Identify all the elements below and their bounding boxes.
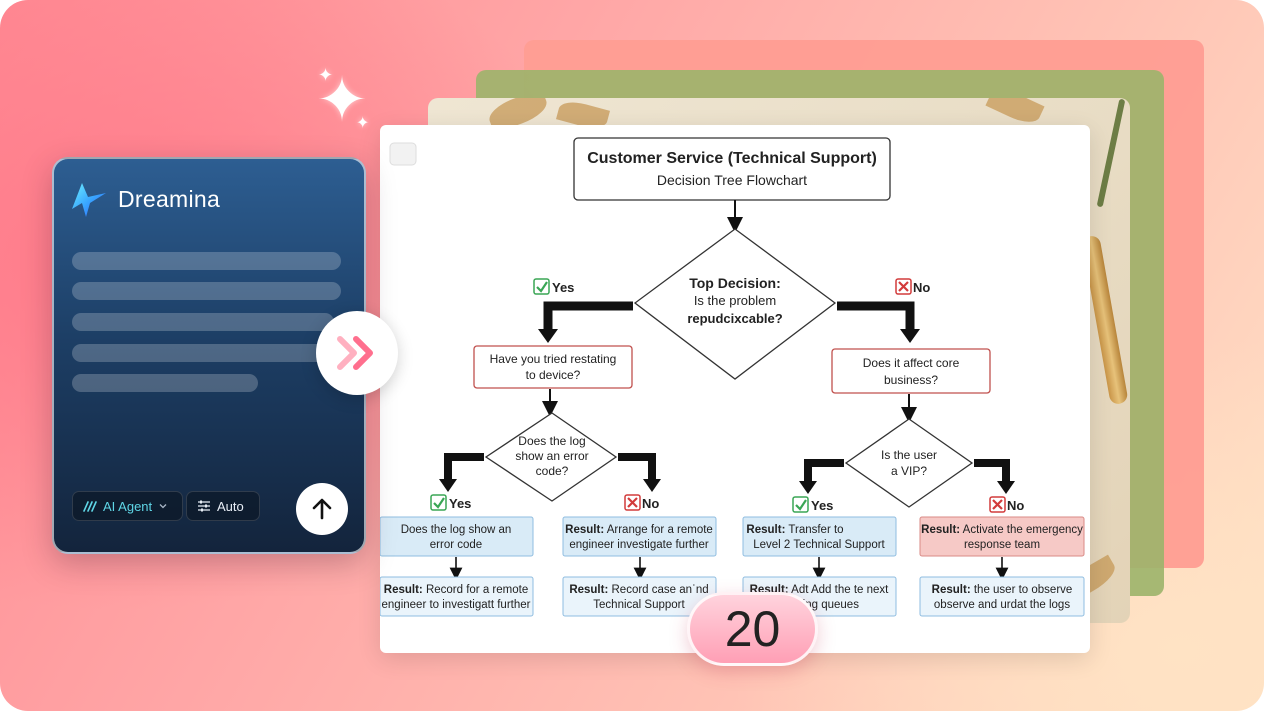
brand: Dreamina [68,179,220,219]
yes-label: Yes [811,498,833,513]
dreamina-logo-icon [72,183,106,217]
placeholder-icon [389,142,417,166]
chevron-down-icon [159,504,167,509]
leaf2-line1: Result: Arrange for a remote [565,524,713,536]
leaf-box-emergency [919,516,1085,557]
top-decision-diamond [633,228,837,380]
flow-title: Customer Service (Technical Support) [587,150,877,167]
auto-mode-label: Auto [217,498,244,514]
flow-subtitle: Decision Tree Flowchart [657,172,807,188]
flowchart-svg: Customer Service (Technical Support) Dec… [380,137,1085,617]
no-label: No [642,496,659,511]
bottom2-line2: Technical Support [593,599,685,611]
leaf2-line2: engineer investigate further [569,539,709,551]
convert-arrow-button[interactable] [316,311,398,395]
ai-agent-label: AI Agent [103,498,153,514]
sparkle-icon: ✦ [356,115,370,132]
flowchart-card[interactable]: Customer Service (Technical Support) Dec… [380,125,1090,653]
arrow-up-icon [312,498,332,520]
error-code-line3: code? [536,464,569,478]
no-label: No [913,280,930,295]
no-label: No [1007,498,1024,513]
restart-question-line2: to device? [526,368,581,382]
prompt-placeholder-line [72,344,327,362]
prompt-placeholder-line [72,374,258,392]
sparkle-icon: ✦ [316,66,368,135]
double-chevron-right-icon [337,336,373,370]
bottom1-line2: engineer to investigatt further [382,599,531,611]
error-code-line1: Does the log [518,434,585,448]
sparkle-icon: ✦ [318,65,334,85]
ai-agent-dropdown[interactable]: AI Agent [72,491,183,521]
core-business-box [831,348,991,394]
leaf3-line2: Level 2 Technical Support [753,539,885,551]
core-business-line1: Does it affect core [863,356,960,370]
leaf1-line1: Does the log show an [401,524,512,536]
vip-line2: a VIP? [891,464,927,478]
bottom4-line2: observe and urdat the logs [934,599,1070,611]
core-business-line2: business? [884,373,938,387]
bottom2-line1: Result: Record case anˈnd [569,584,708,596]
sliders-icon [198,500,210,512]
result-box-observe [919,576,1085,617]
leaf-box-level2 [742,516,897,557]
leaf-box-remote-engineer [562,516,717,557]
dreamina-panel: Dreamina AI Agent Auto [52,157,366,554]
top-decision-line1: Top Decision: [689,275,781,291]
prompt-placeholder-line [72,282,341,300]
vip-diamond [844,418,974,508]
result-box-record [380,576,534,617]
bottom1-line1: Result: Record for a remote [384,584,528,596]
leaf4-line1: Result: Activate the emergency [921,524,1083,536]
yes-label: Yes [552,280,574,295]
leaf3-line1: Result: Transfer to [746,524,843,536]
prompt-placeholder-line [72,313,334,331]
auto-mode-button[interactable]: Auto [186,491,260,521]
bottom4-line1: Result: the user to observe [932,584,1073,596]
leaf1-line2: error code [430,539,482,551]
count-badge: 20 [687,592,818,666]
leaf4-line2: response team [964,539,1040,551]
prompt-placeholder-line [72,252,341,270]
send-button[interactable] [296,483,348,535]
error-code-line2: show an error [515,449,588,463]
top-decision-line3: repudcixcable? [687,311,782,326]
agent-icon [83,501,97,512]
yes-label: Yes [449,496,471,511]
error-code-diamond [484,412,618,502]
restart-question-box [473,345,633,389]
top-decision-line2: Is the problem [694,293,776,308]
vip-line1: Is the user [881,448,937,462]
app-name: Dreamina [118,185,221,212]
leaf-box-error-code [380,516,534,557]
title-box [573,137,891,201]
restart-question-line1: Have you tried restating [490,352,617,366]
